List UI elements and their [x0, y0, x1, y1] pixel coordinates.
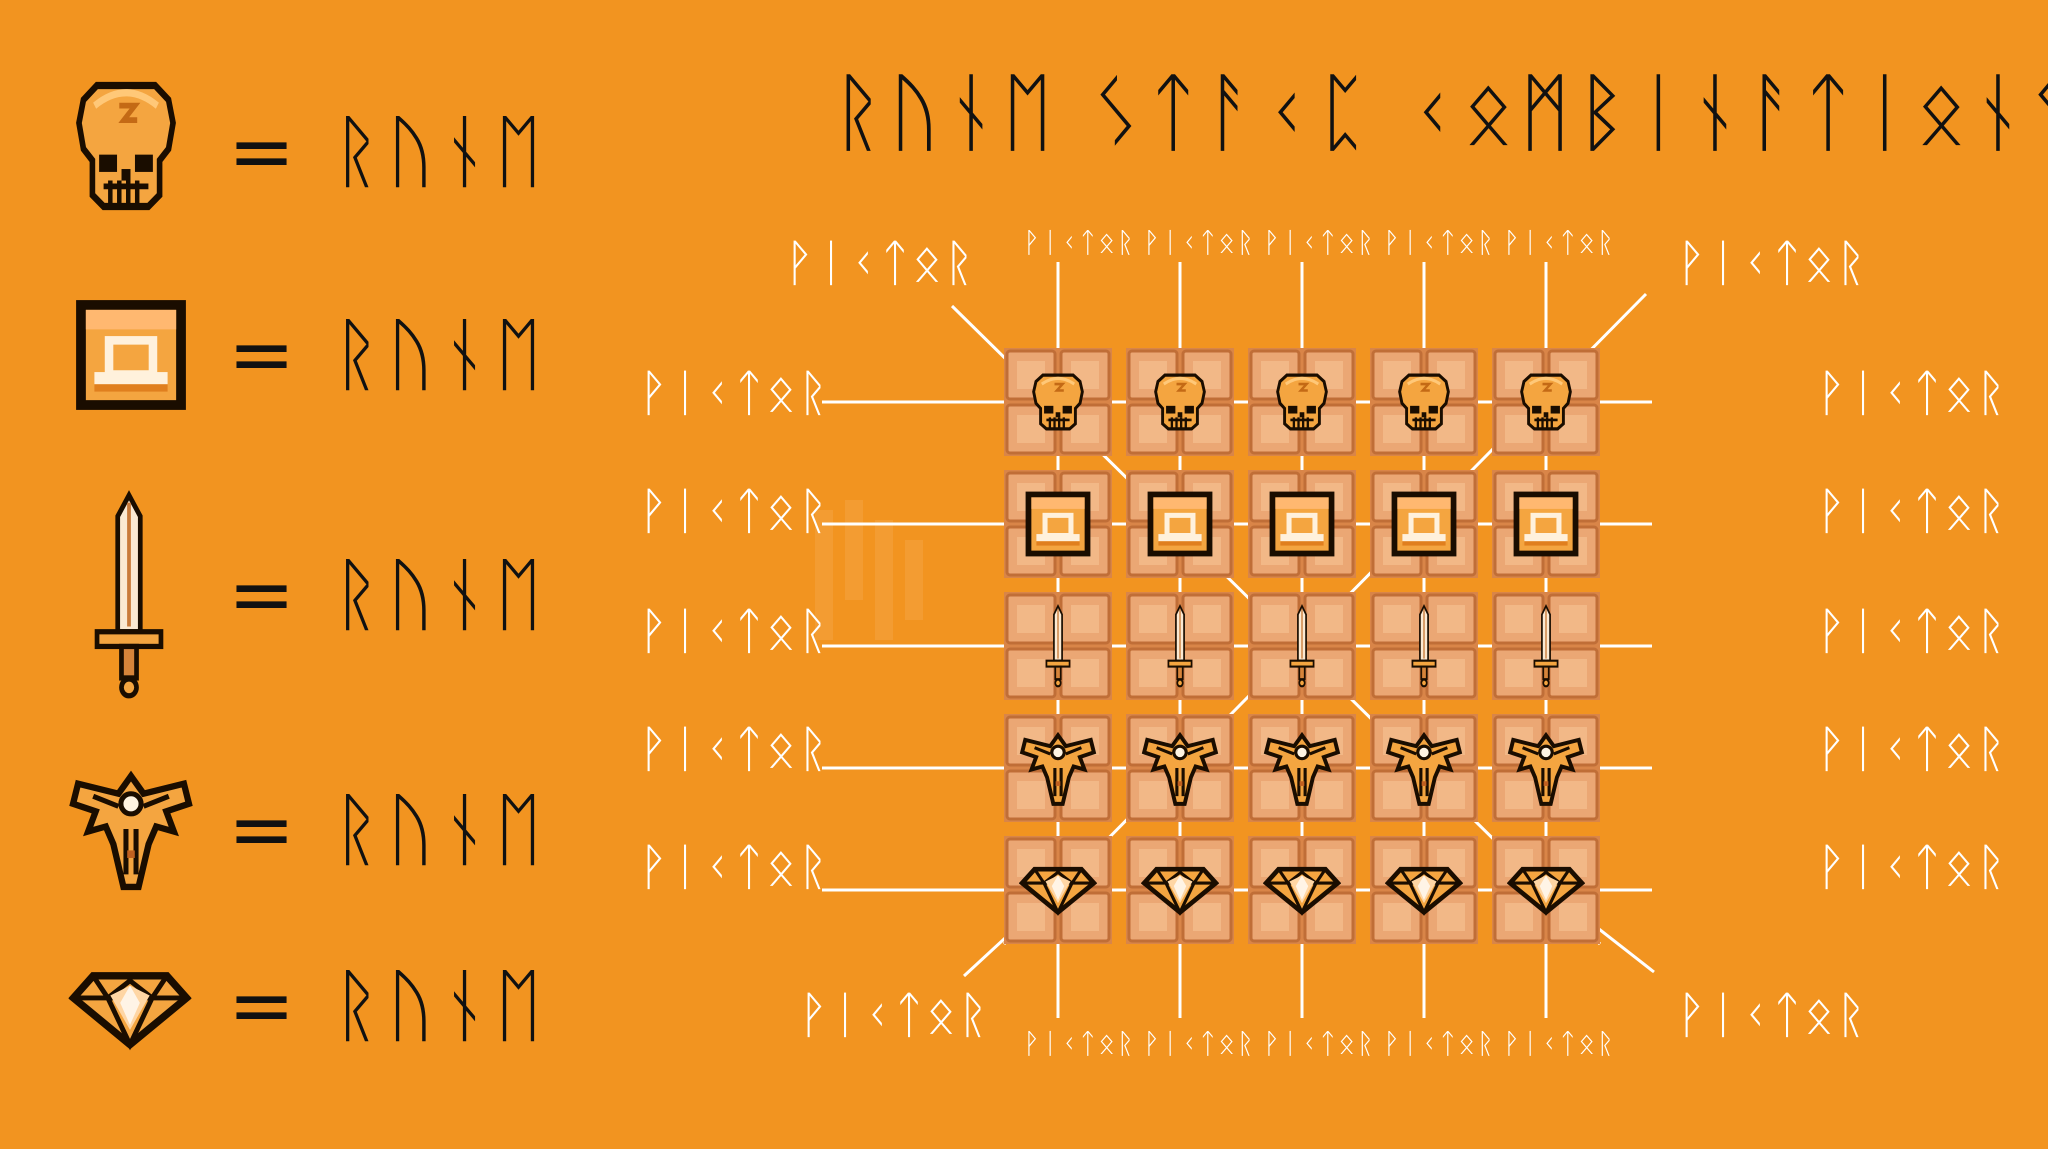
frame-icon [1148, 492, 1213, 557]
grid-cell [1492, 470, 1600, 578]
top-label-4: ᚹᛁᚲᛏᛟᚱ [1383, 226, 1496, 259]
bottom-label-1: ᚹᛁᚲᛏᛟᚱ [1023, 1027, 1136, 1060]
watermark-logo [815, 500, 923, 640]
frame-icon [1514, 492, 1579, 557]
top-label-1: ᚹᛁᚲᛏᛟᚱ [1023, 226, 1136, 259]
right-label-5: ᚹᛁᚲᛏᛟᚱ [1816, 838, 2008, 896]
grid-cell [1248, 836, 1356, 944]
right-label-3: ᚹᛁᚲᛏᛟᚱ [1816, 602, 2008, 660]
left-label-5: ᚹᛁᚲᛏᛟᚱ [638, 838, 830, 896]
skull-icon [1400, 375, 1449, 429]
legend-label-4: = ᚱᚢᚾᛖ [228, 783, 549, 876]
grid-cell [1370, 592, 1478, 700]
corner-label-bottom-right: ᚹᛁᚲᛏᛟᚱ [1676, 986, 1868, 1044]
skull-icon [1034, 375, 1083, 429]
left-label-3: ᚹᛁᚲᛏᛟᚱ [638, 602, 830, 660]
legend-label-1: = ᚱᚢᚾᛖ [228, 105, 549, 198]
grid-cell [1126, 836, 1234, 944]
top-label-5: ᚹᛁᚲᛏᛟᚱ [1503, 226, 1616, 259]
corner-label-bottom-left: ᚹᛁᚲᛏᛟᚱ [798, 986, 990, 1044]
right-label-4: ᚹᛁᚲᛏᛟᚱ [1816, 720, 2008, 778]
skull-icon [1522, 375, 1571, 429]
bottom-label-5: ᚹᛁᚲᛏᛟᚱ [1503, 1027, 1616, 1060]
top-label-3: ᚹᛁᚲᛏᛟᚱ [1263, 226, 1376, 259]
grid-cell [1126, 714, 1234, 822]
grid-cell [1370, 836, 1478, 944]
frame-icon [1392, 492, 1457, 557]
frame-icon [1026, 492, 1091, 557]
legend-label-2: = ᚱᚢᚾᛖ [228, 308, 549, 401]
grid-cell [1492, 714, 1600, 822]
grid-cell [1126, 592, 1234, 700]
skull-icon [1278, 375, 1327, 429]
grid-cell [1004, 714, 1112, 822]
page-title: ᚱᚢᚾᛖ ᛊᛏᚨᚲᛈ ᚲᛟᛗᛒᛁᚾᚨᛏᛁᛟᚾᛊ [832, 63, 2048, 163]
grid-cell [1248, 714, 1356, 822]
right-label-1: ᚹᛁᚲᛏᛟᚱ [1816, 364, 2008, 422]
legend-label-5: = ᚱᚢᚾᛖ [228, 959, 549, 1052]
grid-cell [1126, 348, 1234, 456]
grid-cell [1248, 470, 1356, 578]
corner-label-top-right: ᚹᛁᚲᛏᛟᚱ [1676, 234, 1868, 292]
grid-cell [1248, 348, 1356, 456]
grid-cell [1370, 714, 1478, 822]
legend-label-3: = ᚱᚢᚾᛖ [228, 548, 549, 641]
top-label-2: ᚹᛁᚲᛏᛟᚱ [1143, 226, 1256, 259]
bottom-label-2: ᚹᛁᚲᛏᛟᚱ [1143, 1027, 1256, 1060]
grid-cell [1370, 470, 1478, 578]
frame-icon [1270, 492, 1335, 557]
grid-cell [1370, 348, 1478, 456]
left-label-1: ᚹᛁᚲᛏᛟᚱ [638, 364, 830, 422]
grid-cell [1248, 592, 1356, 700]
left-label-4: ᚹᛁᚲᛏᛟᚱ [638, 720, 830, 778]
skull-icon [1156, 375, 1205, 429]
grid-cell [1492, 348, 1600, 456]
bottom-label-3: ᚹᛁᚲᛏᛟᚱ [1263, 1027, 1376, 1060]
grid-cell [1492, 592, 1600, 700]
grid-cell [1004, 836, 1112, 944]
grid-cell [1004, 470, 1112, 578]
corner-label-top-left: ᚹᛁᚲᛏᛟᚱ [784, 234, 976, 292]
right-label-2: ᚹᛁᚲᛏᛟᚱ [1816, 482, 2008, 540]
grid-cell [1492, 836, 1600, 944]
grid-cell [1126, 470, 1234, 578]
left-label-2: ᚹᛁᚲᛏᛟᚱ [638, 482, 830, 540]
grid-cell [1004, 348, 1112, 456]
grid-cell [1004, 592, 1112, 700]
bottom-label-4: ᚹᛁᚲᛏᛟᚱ [1383, 1027, 1496, 1060]
